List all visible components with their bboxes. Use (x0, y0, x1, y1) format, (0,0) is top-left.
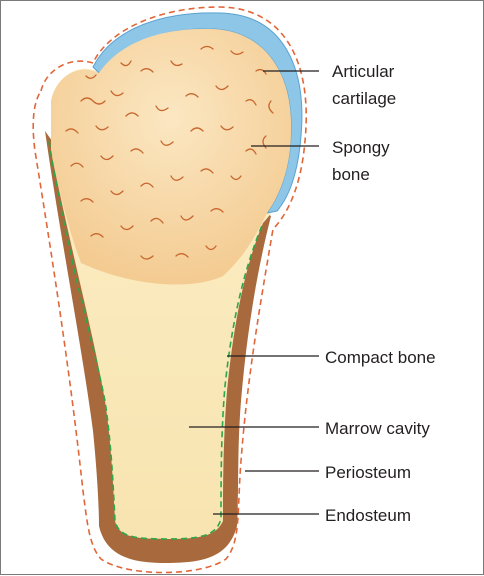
label-spongy-2: bone (332, 165, 370, 184)
label-articular-2: cartilage (332, 89, 396, 108)
label-compact-bone: Compact bone (325, 348, 436, 367)
label-periosteum: Periosteum (325, 463, 411, 482)
label-spongy-1: Spongy (332, 138, 390, 157)
label-articular-1: Articular (332, 62, 395, 81)
label-marrow-cavity: Marrow cavity (325, 419, 430, 438)
label-endosteum: Endosteum (325, 506, 411, 525)
